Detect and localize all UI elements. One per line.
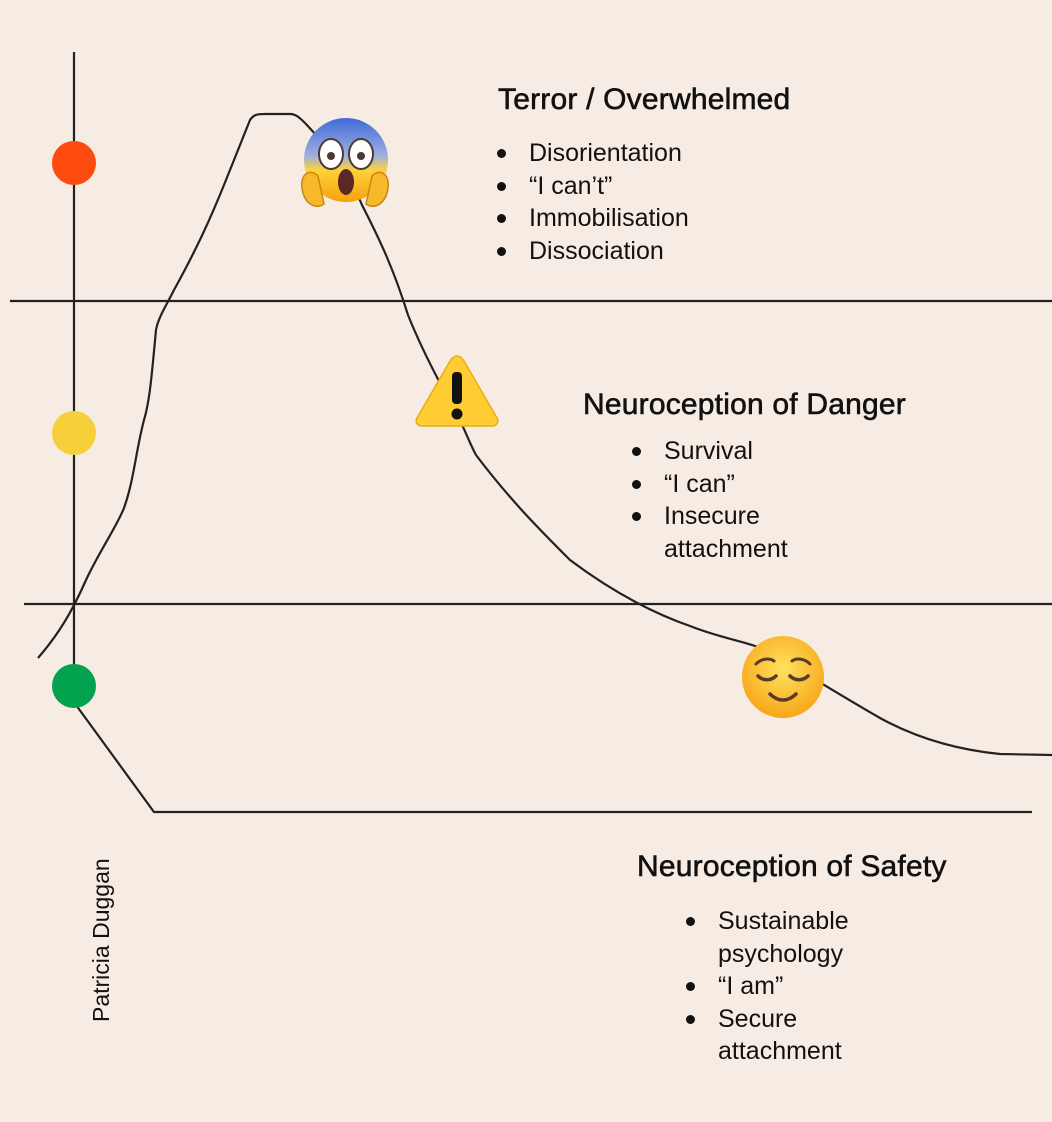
relieved-face-icon <box>740 634 826 720</box>
safety-zone-list: Sustainable psychology “I am” Secure att… <box>686 905 876 1068</box>
list-item: Dissociation <box>497 235 689 268</box>
author-credit: Patricia Duggan <box>88 858 114 1022</box>
list-item: Survival <box>632 435 822 468</box>
list-item: “I am” <box>686 970 876 1003</box>
yellow-indicator-dot <box>52 411 96 455</box>
red-indicator-dot <box>52 141 96 185</box>
list-item: Secure attachment <box>686 1003 876 1068</box>
list-item: Sustainable psychology <box>686 905 876 970</box>
safety-zone-title: Neuroception of Safety <box>637 850 947 884</box>
warning-sign-icon <box>414 352 500 428</box>
list-item: Insecure attachment <box>632 500 822 565</box>
safety-baseline <box>75 704 1032 814</box>
terror-zone-list: Disorientation “I can’t” Immobilisation … <box>497 137 689 267</box>
danger-zone-list: Survival “I can” Insecure attachment <box>632 435 822 565</box>
list-item: “I can’t” <box>497 170 689 203</box>
danger-zone-title: Neuroception of Danger <box>583 388 906 422</box>
list-item: “I can” <box>632 468 822 501</box>
terror-zone-title: Terror / Overwhelmed <box>498 83 791 117</box>
face-screaming-in-fear-icon <box>296 116 392 212</box>
green-indicator-dot <box>52 664 96 708</box>
list-item: Immobilisation <box>497 202 689 235</box>
list-item: Disorientation <box>497 137 689 170</box>
